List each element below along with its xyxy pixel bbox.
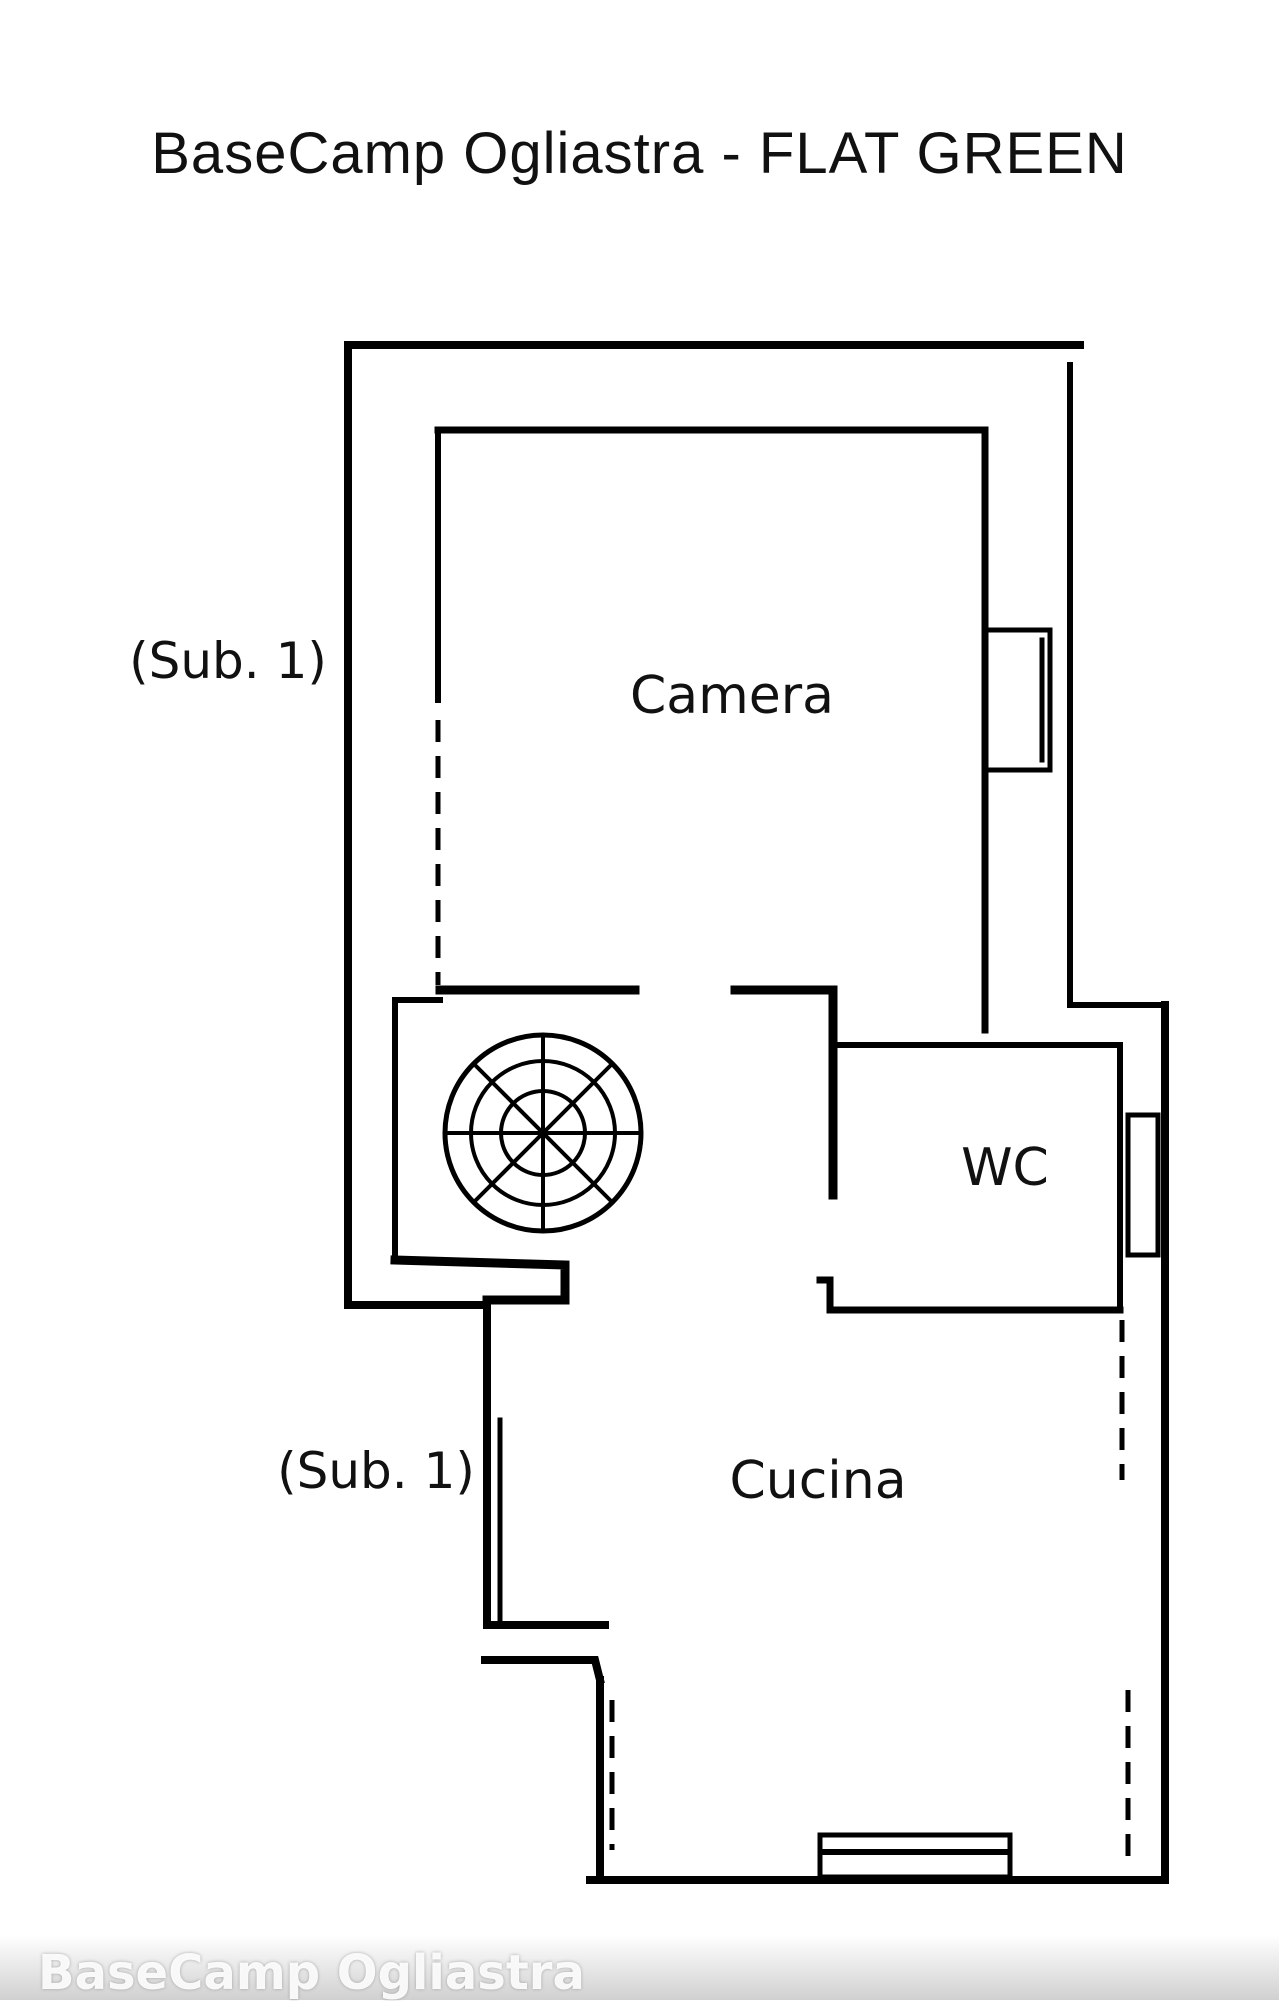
kitchen-window xyxy=(817,1832,1013,1880)
outer-wall-entrance-bottom xyxy=(481,1656,605,1685)
neighbor-label-lower: (Sub. 1) xyxy=(277,1442,475,1500)
room-label-cucina: Cucina xyxy=(729,1451,906,1511)
room-label-wc: WC xyxy=(961,1138,1049,1198)
wc-wall-bottom xyxy=(816,1276,1124,1314)
camera-window xyxy=(982,627,1053,773)
camera-wall-top-right xyxy=(434,426,989,1034)
plan-title: BaseCamp Ogliastra - FLAT GREEN xyxy=(151,121,1128,186)
wc-wall-top-right xyxy=(830,1042,1123,1308)
spiral-staircase-icon xyxy=(442,1032,644,1234)
room-label-camera: Camera xyxy=(630,666,834,726)
wc-window xyxy=(1125,1112,1161,1258)
stair-wall-bottom xyxy=(390,1255,570,1305)
inner-walls xyxy=(390,426,1161,1880)
camera-wall-bottom-right xyxy=(730,985,838,1200)
watermark-band xyxy=(0,1935,1279,2000)
outer-walls xyxy=(344,341,1169,1884)
outer-wall-right-upper xyxy=(1067,362,1168,1008)
watermark-text: BaseCamp Ogliastra xyxy=(38,1945,585,2001)
neighbor-label-upper: (Sub. 1) xyxy=(129,632,327,690)
